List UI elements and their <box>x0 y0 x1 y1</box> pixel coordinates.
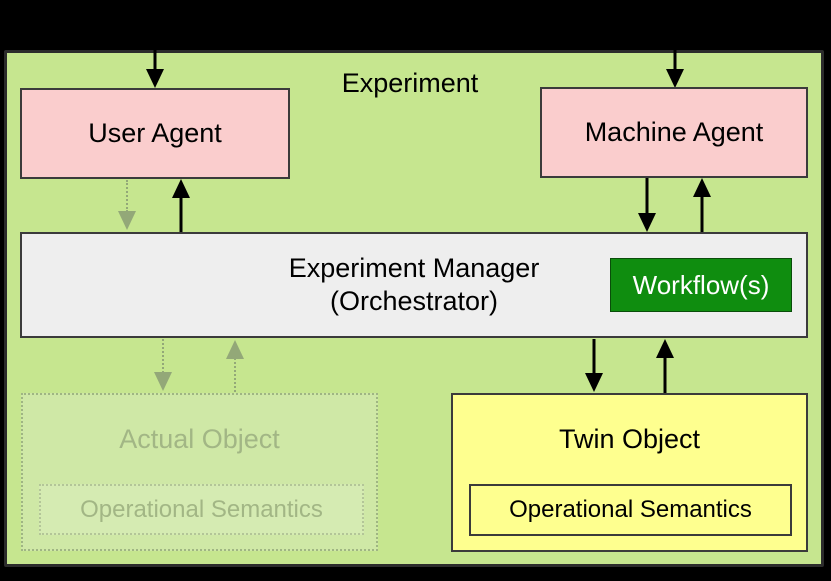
experiment-manager-node: Experiment Manager (Orchestrator) <box>20 232 808 338</box>
workflow-node: Workflow(s) <box>610 258 792 312</box>
arrow-user-agent-to-manager-dotted-head <box>118 211 136 230</box>
arrow-machine-agent-to-manager-head <box>638 213 656 232</box>
experiment-manager-label-line2: (Orchestrator) <box>329 286 499 316</box>
arrow-user-agent-to-manager-dotted-line <box>126 180 128 212</box>
arrow-manager-to-machine-agent-line <box>700 196 704 232</box>
arrow-top-to-machine-agent-line <box>673 50 677 71</box>
arrow-manager-to-actual-object-dotted-head <box>154 372 172 391</box>
twin-operational-semantics-node: Operational Semantics <box>469 484 792 536</box>
machine-agent-label: Machine Agent <box>584 117 764 147</box>
user-agent-node: User Agent <box>20 88 290 179</box>
actual-object-node: Actual Object Operational Semantics <box>21 393 378 551</box>
workflow-label: Workflow(s) <box>632 269 770 300</box>
arrow-manager-to-twin-object-head <box>585 373 603 392</box>
arrow-manager-to-machine-agent-head <box>693 178 711 197</box>
twin-operational-semantics-label: Operational Semantics <box>509 496 752 523</box>
arrow-top-to-user-agent-line <box>153 50 157 71</box>
arrow-twin-object-to-manager-head <box>656 339 674 358</box>
user-agent-label: User Agent <box>88 118 222 148</box>
arrow-twin-object-to-manager-line <box>663 357 667 393</box>
arrow-machine-agent-to-manager-line <box>645 178 649 214</box>
experiment-manager-label-line1: Experiment Manager <box>288 253 540 283</box>
twin-object-node: Twin Object Operational Semantics <box>451 393 808 552</box>
arrow-manager-to-twin-object-line <box>592 339 596 374</box>
machine-agent-node: Machine Agent <box>540 87 808 178</box>
actual-object-label: Actual Object <box>119 424 280 454</box>
actual-operational-semantics-node: Operational Semantics <box>39 484 364 535</box>
arrow-actual-object-to-manager-dotted-head <box>226 340 244 359</box>
arrow-top-to-user-agent-head <box>146 69 164 88</box>
twin-object-label: Twin Object <box>558 424 701 454</box>
arrow-manager-to-actual-object-dotted-line <box>162 339 164 373</box>
experiment-title: Experiment <box>341 68 479 98</box>
actual-operational-semantics-label: Operational Semantics <box>80 495 323 523</box>
arrow-manager-to-user-agent-line <box>179 197 183 232</box>
arrow-actual-object-to-manager-dotted-line <box>234 358 236 392</box>
arrow-top-to-machine-agent-head <box>666 69 684 88</box>
arrow-manager-to-user-agent-head <box>172 179 190 198</box>
